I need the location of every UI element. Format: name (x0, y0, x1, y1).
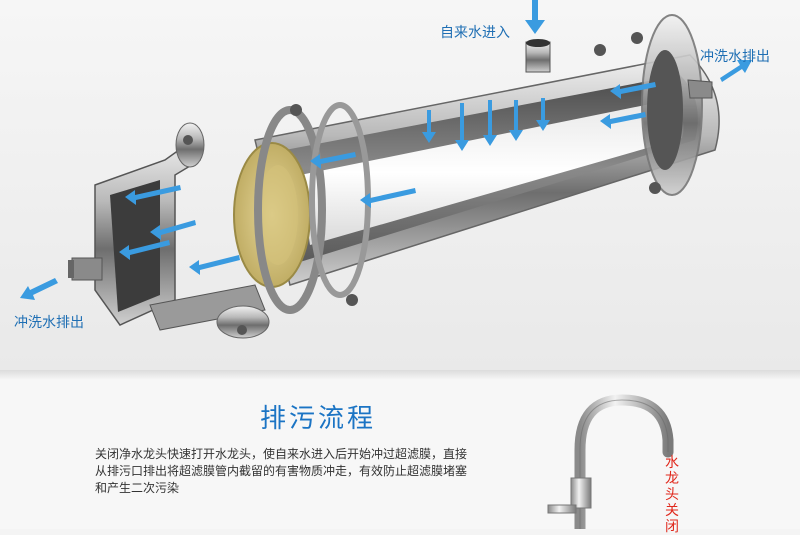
flow-arrows (20, 0, 752, 300)
inlet-label: 自来水进入 (440, 25, 510, 41)
outlet-label-right: 冲洗水排出 (700, 49, 770, 65)
process-description: 关闭净水龙头快速打开水龙头，使自来水进入后开始冲过超滤膜，直接 从排污口排出将超… (95, 446, 565, 497)
outlet-label-left: 冲洗水排出 (14, 315, 84, 331)
description-line-1: 关闭净水龙头快速打开水龙头，使自来水进入后开始冲过超滤膜，直接 (95, 447, 468, 461)
description-line-3: 和产生二次污染 (95, 481, 180, 495)
section-divider (0, 370, 800, 380)
description-line-2: 从排污口排出将超滤膜管内截留的有害物质冲走，有效防止超滤膜堵塞 (95, 464, 468, 478)
filter-cutaway-illustration (20, 0, 752, 339)
faucet-closed-label: 水龙头关闭 (665, 455, 679, 535)
section-title: 排污流程 (260, 404, 377, 434)
filter-tube (233, 14, 720, 314)
left-end-cap (68, 122, 270, 339)
